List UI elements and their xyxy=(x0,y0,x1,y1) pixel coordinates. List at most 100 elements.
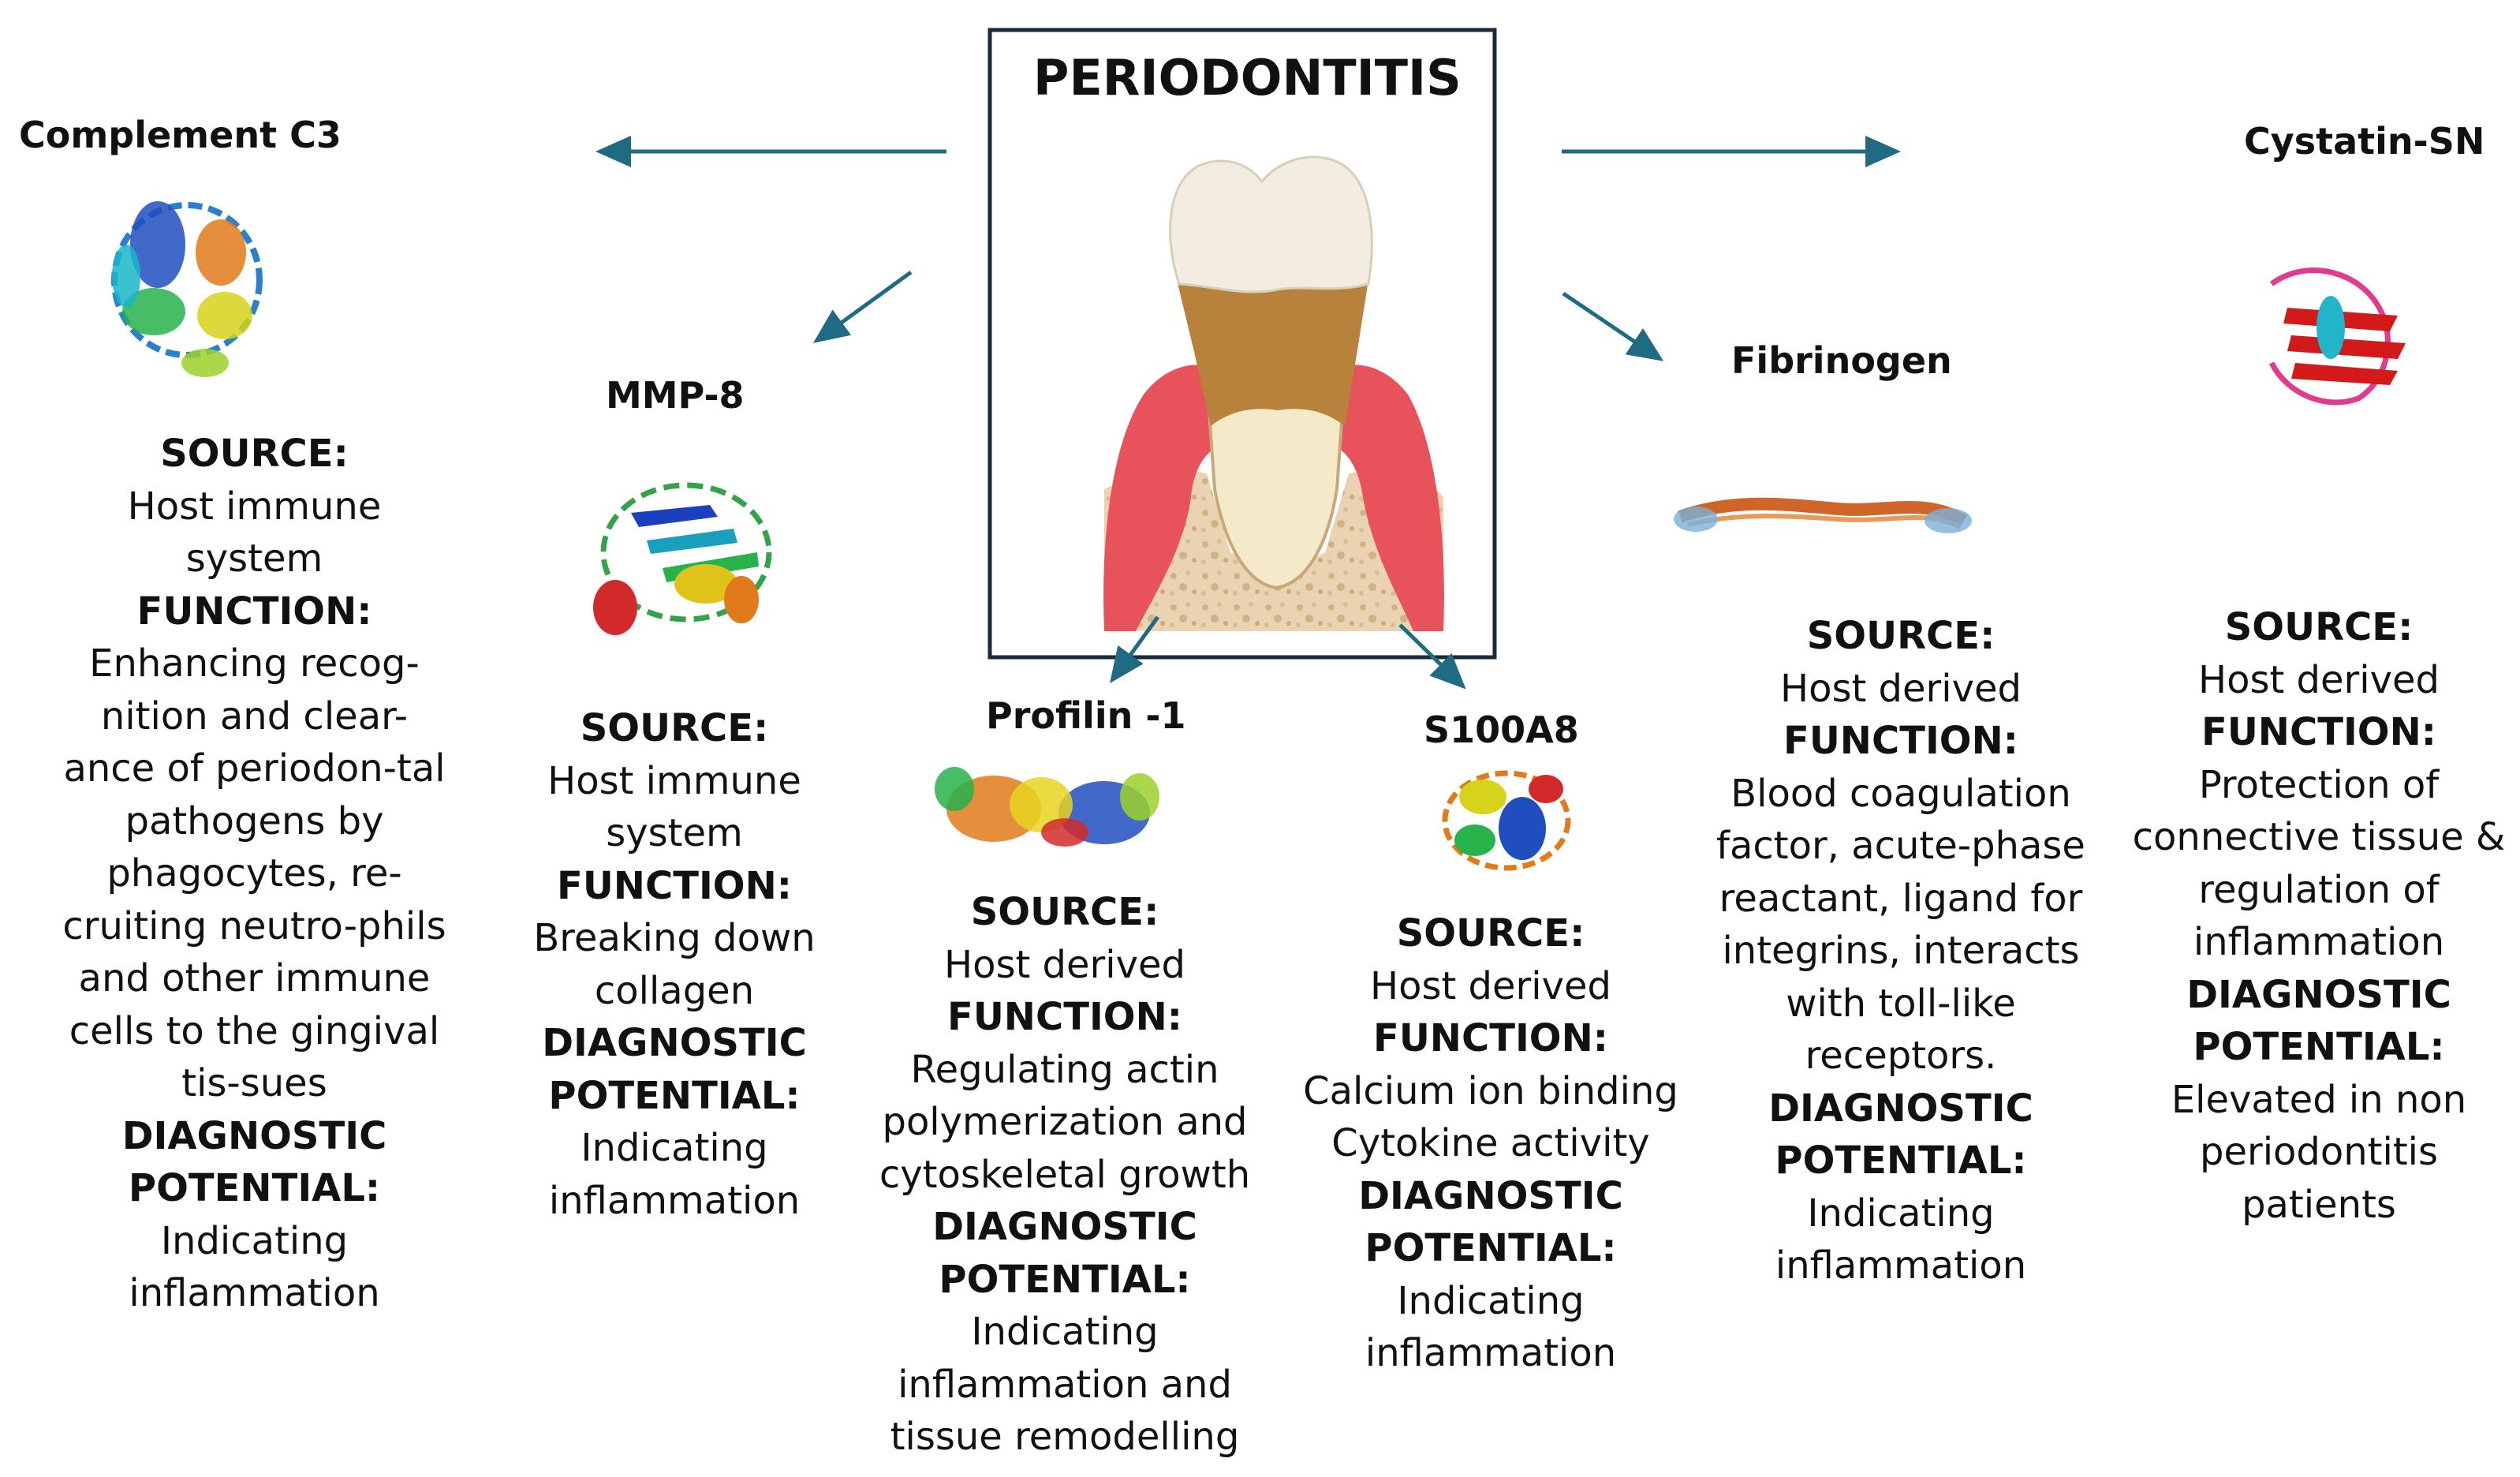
diagnostic-text: Indicating xyxy=(971,1310,1159,1354)
diagnostic-label: DIAGNOSTIC xyxy=(2186,972,2451,1017)
diagnostic-text: inflammation xyxy=(1775,1243,2027,1288)
source-label: SOURCE: xyxy=(580,706,769,750)
diagnostic-text: Indicating xyxy=(1807,1191,1995,1236)
protein-structure-icon-fibrinogen xyxy=(1674,497,1972,533)
function-label: FUNCTION: xyxy=(557,863,792,908)
diagnostic-label: DIAGNOSTIC xyxy=(1768,1086,2033,1131)
function-text: Cytokine activity xyxy=(1331,1121,1650,1165)
function-label: FUNCTION: xyxy=(1783,719,2018,763)
protein-name-mmp-8: MMP-8 xyxy=(606,374,745,417)
function-text: and other immune xyxy=(78,956,431,1000)
tooth-root xyxy=(1204,377,1347,590)
tooth-crown xyxy=(1169,155,1373,294)
function-label: FUNCTION: xyxy=(1373,1016,1608,1060)
source-text: Host derived xyxy=(943,942,1186,987)
diagnostic-text: inflammation and xyxy=(898,1362,1232,1407)
diagnostic-label: POTENTIAL: xyxy=(939,1257,1191,1302)
tooth-calculus xyxy=(1177,270,1368,426)
diagnostic-text: inflammation xyxy=(129,1271,380,1315)
function-text: Regulating actin xyxy=(910,1047,1219,1092)
function-text: phagocytes, re- xyxy=(106,851,402,896)
protein-structure-icon-profilin-1 xyxy=(935,767,1159,847)
diagnostic-label: DIAGNOSTIC xyxy=(121,1113,387,1158)
tooth-illustration xyxy=(1103,155,1444,631)
function-text: inflammation xyxy=(2193,920,2445,964)
source-label: SOURCE: xyxy=(2224,605,2414,649)
diagnostic-text: tissue remodelling xyxy=(890,1415,1240,1459)
source-text: Host immune xyxy=(127,484,382,529)
function-text: factor, acute-phase xyxy=(1716,824,2085,868)
function-text: receptors. xyxy=(1805,1034,1997,1078)
alveolar-bone xyxy=(1104,470,1443,631)
function-text: tis-sues xyxy=(181,1061,327,1105)
function-text: pathogens by xyxy=(125,798,384,843)
function-label: FUNCTION: xyxy=(2201,710,2436,754)
function-text: reactant, ligand for xyxy=(1719,876,2083,921)
protein-name-cystatin-sn: Cystatin-SN xyxy=(2244,120,2485,163)
diagnostic-text: inflammation xyxy=(1365,1331,1617,1375)
source-label: SOURCE: xyxy=(1396,911,1585,955)
diagnostic-text: patients xyxy=(2242,1182,2396,1227)
diagnostic-text: inflammation xyxy=(548,1178,801,1223)
diagnostic-label: DIAGNOSTIC xyxy=(1358,1173,1623,1218)
gum-right xyxy=(1317,365,1444,631)
arrow-to-profilin-1 xyxy=(1110,615,1160,684)
function-text: Blood coagulation xyxy=(1730,771,2071,816)
gum-left xyxy=(1103,365,1238,631)
diagnostic-label: POTENTIAL: xyxy=(128,1166,381,1210)
protein-name-s100a8: S100A8 xyxy=(1424,709,1579,751)
function-label: FUNCTION: xyxy=(947,995,1182,1039)
source-text: system xyxy=(185,537,323,581)
function-text: Breaking down xyxy=(533,916,816,960)
diagnostic-text: periodontitis xyxy=(2199,1130,2438,1174)
diagnostic-label: POTENTIAL: xyxy=(2193,1025,2445,1069)
diagnostic-label: POTENTIAL: xyxy=(1775,1139,2027,1183)
source-label: SOURCE: xyxy=(970,890,1159,934)
function-text: ance of periodon-tal xyxy=(63,746,446,791)
function-text: Protection of xyxy=(2198,762,2440,807)
function-text: cells to the gingival xyxy=(69,1008,440,1053)
arrow-to-s100a8 xyxy=(1398,623,1466,690)
diagnostic-text: Indicating xyxy=(1397,1278,1585,1323)
arrow-to-fibrinogen xyxy=(1562,291,1664,361)
function-text: regulation of xyxy=(2198,867,2440,912)
diagnostic-label: DIAGNOSTIC xyxy=(542,1021,807,1065)
source-text: Host immune xyxy=(547,758,801,803)
protein-structure-icon-cystatin-sn xyxy=(2268,267,2406,406)
center-title: PERIODONTITIS xyxy=(1033,49,1462,107)
diagnostic-label: DIAGNOSTIC xyxy=(932,1205,1197,1249)
source-text: Host derived xyxy=(2197,657,2440,702)
protein-name-complement-c3: Complement C3 xyxy=(19,114,342,156)
source-text: Host derived xyxy=(1779,666,2022,711)
function-text: nition and clear- xyxy=(100,694,409,738)
function-text: integrins, interacts xyxy=(1722,929,2080,973)
protein-name-profilin-1: Profilin -1 xyxy=(986,694,1186,737)
diagnostic-text: Indicating xyxy=(581,1126,768,1170)
source-text: system xyxy=(606,811,743,855)
function-text: Enhancing recog- xyxy=(89,641,420,686)
diagnostic-label: POTENTIAL: xyxy=(548,1073,801,1118)
function-text: cytoskeletal growth xyxy=(879,1152,1251,1197)
protein-name-fibrinogen: Fibrinogen xyxy=(1731,339,1952,382)
protein-structure-icon-s100a8 xyxy=(1442,770,1571,871)
diagnostic-text: Indicating xyxy=(160,1218,349,1263)
source-label: SOURCE: xyxy=(1806,614,1995,658)
diagnostic-label: POTENTIAL: xyxy=(1365,1226,1617,1270)
protein-structure-icon-complement-c3 xyxy=(111,201,263,377)
diagnostic-text: Elevated in non xyxy=(2171,1077,2467,1122)
function-text: cruiting neutro-phils xyxy=(62,903,446,948)
function-text: connective tissue & xyxy=(2132,815,2506,859)
function-label: FUNCTION: xyxy=(136,589,372,634)
function-text: with toll-like xyxy=(1786,981,2016,1026)
function-text: polymerization and xyxy=(882,1100,1248,1144)
function-text: collagen xyxy=(594,968,755,1013)
protein-structure-icon-mmp-8 xyxy=(593,482,772,635)
function-text: Calcium ion binding xyxy=(1303,1068,1678,1113)
